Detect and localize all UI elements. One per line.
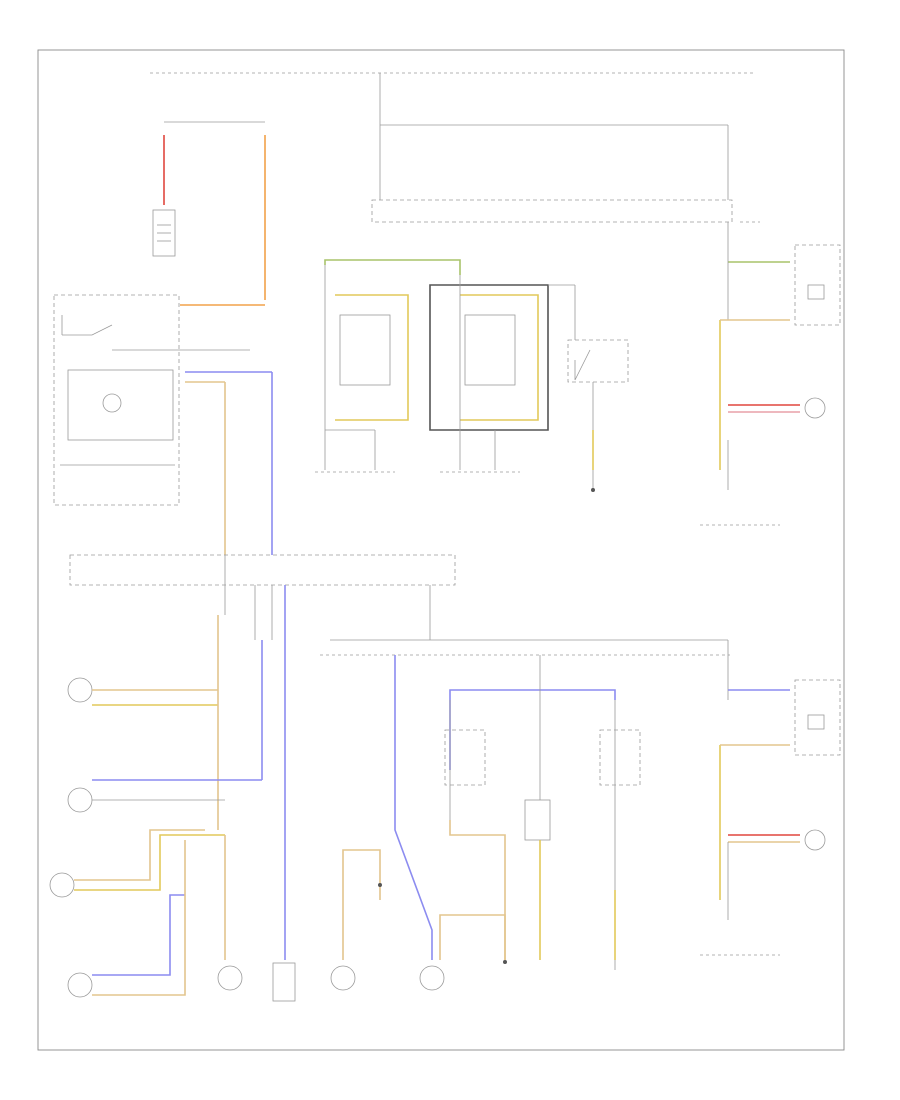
shift-lever-icon	[67, 972, 93, 998]
lamp-icon	[804, 829, 826, 851]
wire-blue	[92, 894, 185, 976]
sunroof-icon	[330, 965, 356, 991]
power-window-switch	[567, 339, 629, 492]
trans-range-top	[700, 222, 841, 526]
rear-lamp-icon	[67, 787, 93, 813]
bottom-components	[217, 585, 507, 1002]
seat-heaters-lower	[444, 655, 641, 970]
wire-tan	[74, 829, 205, 881]
diagram-frame	[37, 49, 845, 1051]
wire-tan	[92, 840, 186, 996]
fuse-panel-icon	[217, 965, 243, 991]
wire-black	[429, 284, 549, 431]
wire-yellow	[460, 294, 539, 421]
rear-window-icon	[419, 965, 445, 991]
headlight-switch	[53, 294, 180, 506]
battery	[152, 121, 266, 300]
wire-yellow	[74, 834, 225, 891]
lamp-icon	[804, 397, 826, 419]
top-power-bus	[150, 72, 760, 223]
wire-green	[324, 259, 461, 275]
wire-blue	[394, 655, 433, 960]
wire-tan	[439, 914, 506, 960]
relay-icon	[524, 799, 551, 841]
wire-yellow	[335, 294, 409, 421]
wire-tan	[449, 820, 506, 960]
instrument-cluster-bus	[69, 554, 730, 656]
radio-icon	[272, 962, 296, 1002]
left-lower-components	[49, 615, 263, 998]
wire-tan	[342, 849, 381, 960]
trans-range-bottom	[700, 640, 841, 956]
right-heated-seat-circuit	[429, 275, 576, 473]
clock-icon	[67, 677, 93, 703]
console-lamp-icon	[49, 872, 75, 898]
left-heated-seat-circuit	[315, 259, 461, 473]
bulb-icon	[102, 393, 122, 413]
